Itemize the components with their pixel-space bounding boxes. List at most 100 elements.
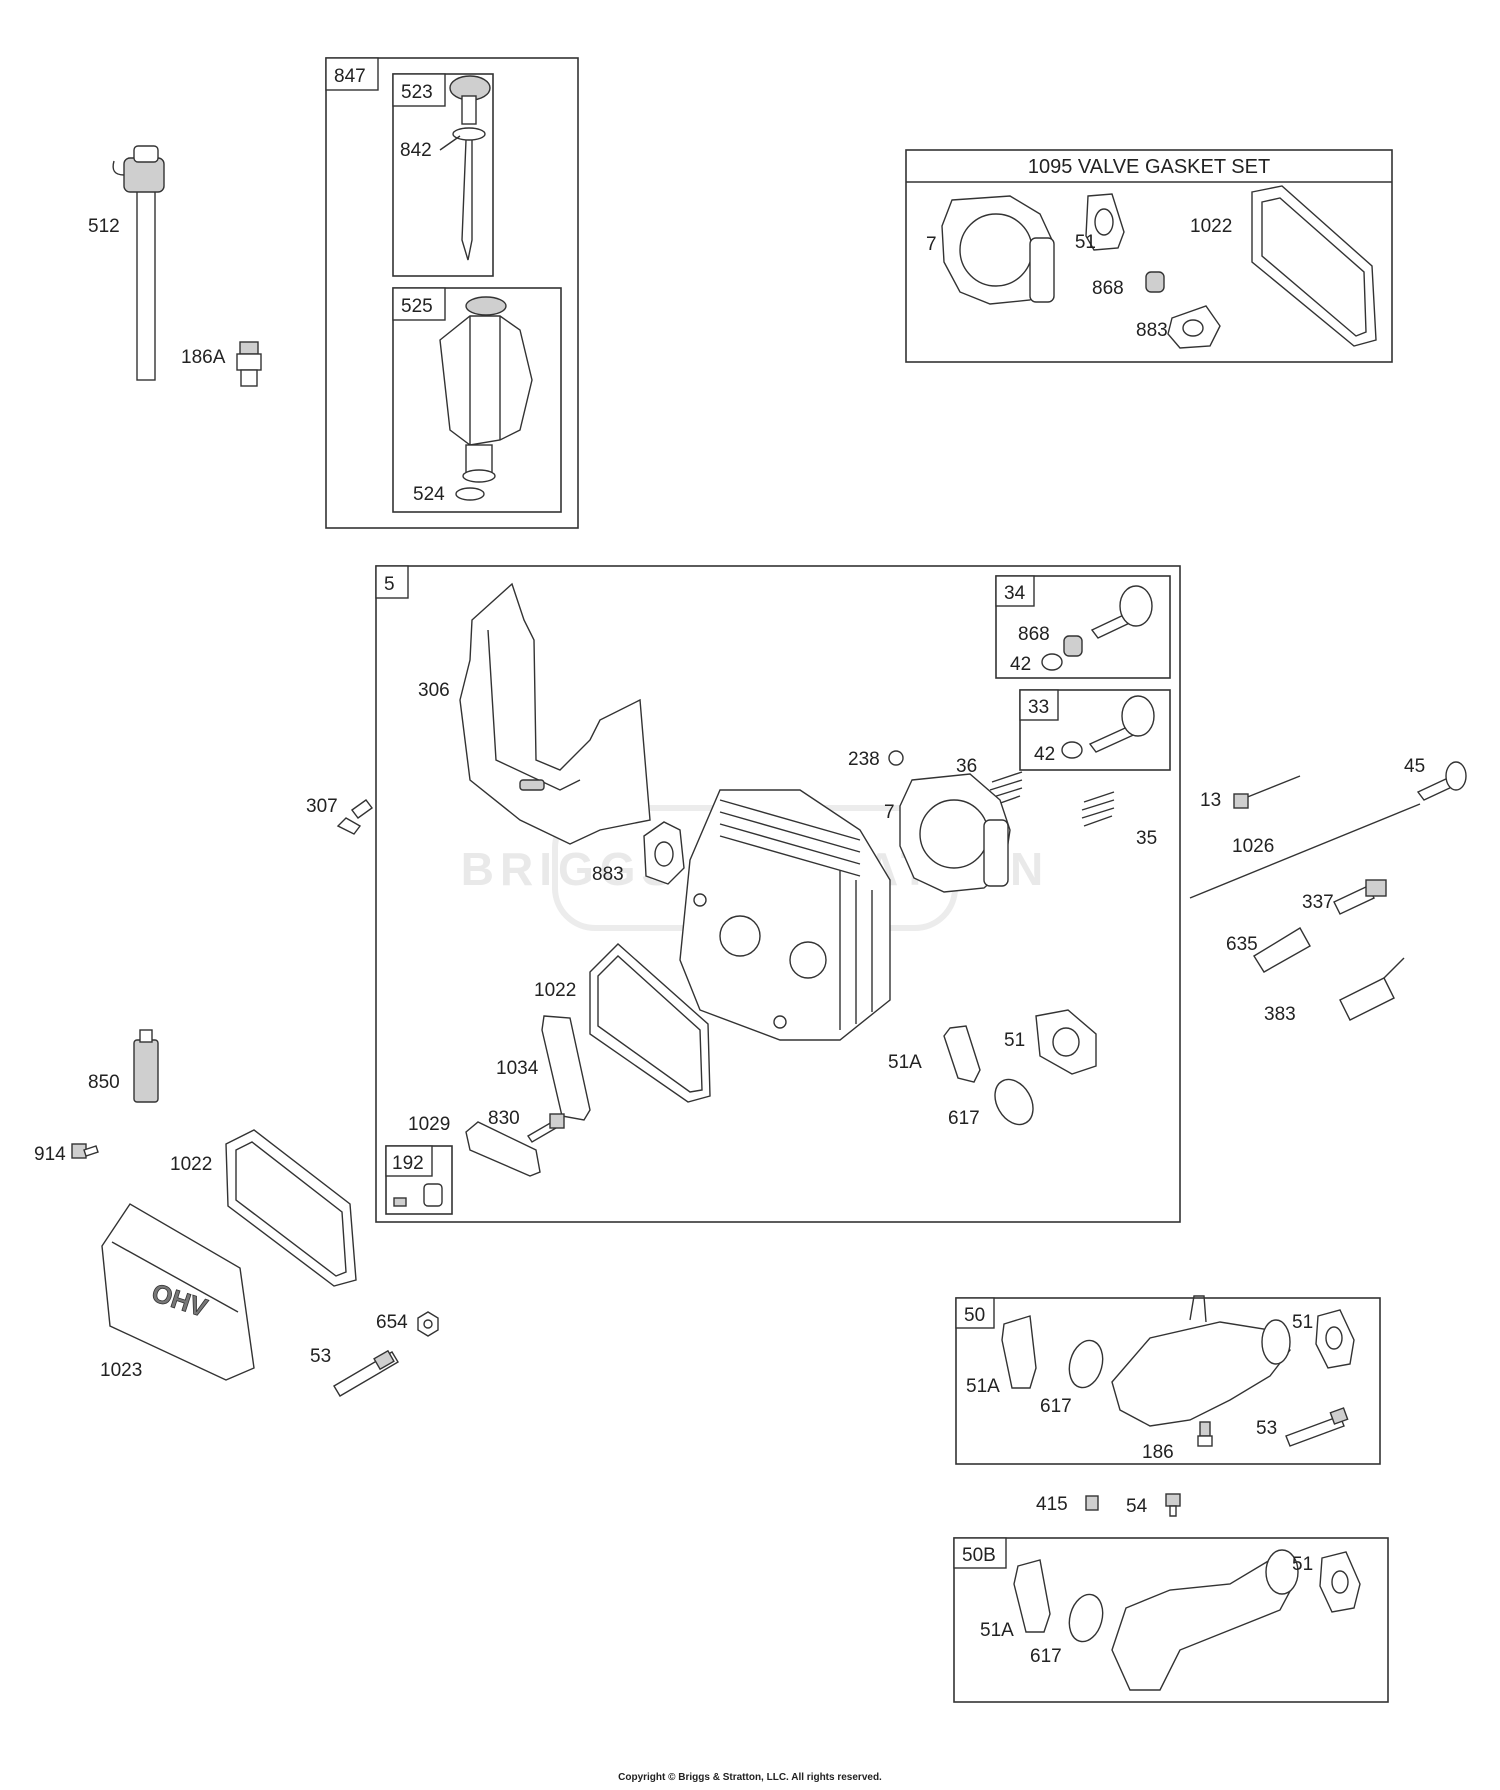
label-883-group-5: 883 — [592, 864, 624, 885]
group-33-label: 33 — [1028, 697, 1049, 718]
part-intake-manifold-group-50B[interactable] — [1111, 1549, 1299, 1691]
group-33-tag — [1019, 689, 1059, 721]
label-1022-group-5: 1022 — [534, 980, 576, 1001]
part-1023-valve-cover[interactable]: OHV — [101, 1203, 255, 1381]
label-1029: 1029 — [408, 1114, 450, 1135]
part-33-valve[interactable] — [1088, 695, 1155, 753]
group-34-label: 34 — [1004, 583, 1026, 604]
part-35-valve-spring[interactable] — [1081, 791, 1115, 827]
part-53-stud-group-50[interactable] — [1285, 1407, 1349, 1447]
label-51-group-50: 51 — [1292, 1312, 1313, 1333]
label-53-group-50: 53 — [1256, 1418, 1277, 1439]
label-914: 914 — [34, 1144, 66, 1165]
part-45-push-rod-guide[interactable] — [1416, 761, 1467, 801]
group-847-tag — [325, 57, 379, 91]
part-intake-manifold-group-50[interactable] — [1111, 1295, 1291, 1427]
part-883-gasket[interactable] — [1167, 305, 1221, 349]
label-1026: 1026 — [1232, 836, 1274, 857]
part-192-breather-tube[interactable] — [393, 1183, 443, 1207]
label-7-group-5: 7 — [884, 802, 895, 823]
group-50-box — [955, 1297, 1381, 1465]
label-830: 830 — [488, 1108, 520, 1129]
group-50B-label: 50B — [962, 1545, 996, 1566]
label-45: 45 — [1404, 756, 1425, 777]
part-617-o-ring-group-50B[interactable] — [1064, 1591, 1107, 1646]
part-524-o-ring[interactable] — [455, 487, 485, 501]
part-7-head-gasket[interactable] — [941, 195, 1055, 305]
part-868-valve-seal-group-34[interactable] — [1063, 635, 1083, 657]
part-307-screw[interactable] — [336, 799, 373, 835]
label-617-group-50: 617 — [1040, 1396, 1072, 1417]
part-51-gasket[interactable] — [1085, 193, 1125, 251]
part-883-gasket-group-5[interactable] — [643, 821, 685, 885]
part-868-valve-seal[interactable] — [1145, 271, 1165, 293]
part-306-shroud[interactable] — [459, 582, 651, 845]
label-883-gasket-set: 883 — [1136, 320, 1168, 341]
part-617-o-ring-group-50[interactable] — [1064, 1337, 1107, 1392]
label-51-group-5: 51 — [1004, 1030, 1025, 1051]
label-617-group-50B: 617 — [1030, 1646, 1062, 1667]
label-1023: 1023 — [100, 1360, 142, 1381]
part-51A-gasket-group-5[interactable] — [943, 1025, 981, 1083]
label-617-group-5: 617 — [948, 1108, 980, 1129]
part-186-fitting-group-50[interactable] — [1197, 1421, 1213, 1447]
part-53-stud-left[interactable] — [333, 1349, 399, 1397]
group-523-tag — [392, 73, 446, 107]
group-525-box — [392, 287, 562, 513]
group-50B-tag — [953, 1537, 1007, 1569]
part-1026-push-rod[interactable] — [1189, 803, 1421, 899]
part-238-valve-seat[interactable] — [888, 750, 904, 766]
part-42-retainer-group-33[interactable] — [1061, 741, 1083, 759]
part-512-dipstick-tube[interactable] — [112, 145, 165, 381]
copyright-notice: Copyright © Briggs & Stratton, LLC. All … — [618, 1772, 882, 1783]
part-523-dipstick[interactable] — [449, 75, 491, 261]
part-cylinder-head[interactable] — [679, 789, 891, 1041]
part-13-screw[interactable] — [1233, 775, 1301, 809]
label-238: 238 — [848, 749, 880, 770]
group-34-box — [995, 575, 1171, 679]
label-383: 383 — [1264, 1004, 1296, 1025]
part-51-gasket-group-5[interactable] — [1035, 1009, 1097, 1075]
part-42-retainer-group-34[interactable] — [1041, 653, 1063, 671]
part-186A-fitting[interactable] — [236, 341, 262, 387]
part-525-dipstick-tube-assembly[interactable] — [439, 296, 533, 483]
part-850-sealant-tube[interactable] — [133, 1029, 159, 1103]
part-51-gasket-group-50[interactable] — [1315, 1309, 1355, 1369]
part-914-screw[interactable] — [71, 1143, 99, 1159]
part-415-plug[interactable] — [1085, 1495, 1099, 1511]
part-51-gasket-group-50B[interactable] — [1319, 1551, 1361, 1613]
part-635-boot[interactable] — [1253, 927, 1311, 973]
group-192-tag — [385, 1145, 433, 1177]
part-337-spark-plug[interactable] — [1333, 879, 1387, 915]
part-36-valve-spring[interactable] — [989, 771, 1023, 807]
part-1034-breather-cover[interactable] — [541, 1015, 591, 1121]
group-1095-title: 1095 VALVE GASKET SET — [1028, 156, 1270, 178]
part-654-nut[interactable] — [417, 1311, 439, 1337]
part-7-head-gasket-group-5[interactable] — [899, 773, 1011, 893]
part-1022-valve-cover-gasket[interactable] — [1251, 185, 1377, 347]
group-50B-box — [953, 1537, 1389, 1703]
group-1095-box — [905, 149, 1393, 363]
label-306: 306 — [418, 680, 450, 701]
part-1022-valve-cover-gasket-group-5[interactable] — [589, 943, 711, 1103]
label-842: 842 — [400, 140, 432, 161]
group-525-label: 525 — [401, 296, 433, 317]
label-42-group-33: 42 — [1034, 744, 1055, 765]
part-830-screw[interactable] — [527, 1113, 565, 1143]
part-383-spark-plug-boot[interactable] — [1339, 957, 1405, 1021]
label-868-gasket-set: 868 — [1092, 278, 1124, 299]
part-1022-valve-cover-gasket-left[interactable] — [225, 1129, 357, 1287]
part-617-o-ring-group-5[interactable] — [987, 1073, 1040, 1132]
group-5-tag — [375, 565, 409, 599]
label-337: 337 — [1302, 892, 1334, 913]
part-34-valve[interactable] — [1090, 585, 1153, 639]
label-868-group-34: 868 — [1018, 624, 1050, 645]
label-53-left: 53 — [310, 1346, 331, 1367]
part-51A-gasket-group-50B[interactable] — [1013, 1559, 1051, 1633]
group-523-label: 523 — [401, 82, 433, 103]
part-51A-gasket-group-50[interactable] — [1001, 1315, 1037, 1389]
group-847-label: 847 — [334, 66, 366, 87]
part-1029-breather-gasket[interactable] — [465, 1121, 541, 1177]
label-1022-gasket-set: 1022 — [1190, 216, 1232, 237]
part-54-screw[interactable] — [1165, 1493, 1181, 1517]
